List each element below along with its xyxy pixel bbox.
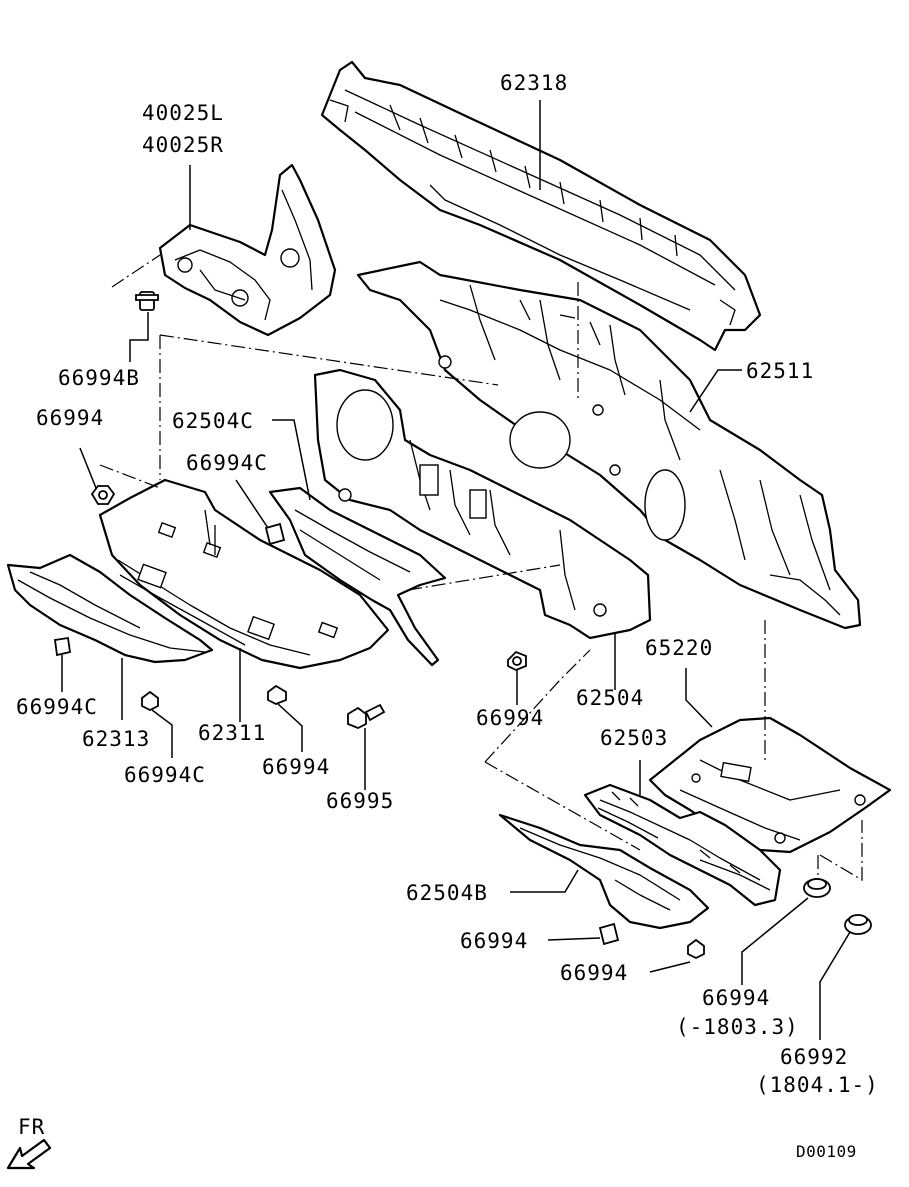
part-62313-panel[interactable] xyxy=(6,553,214,664)
part-62311-panel[interactable] xyxy=(98,478,390,670)
label-62318: 62318 xyxy=(500,71,568,95)
fastener-66994C-upper[interactable] xyxy=(264,522,286,546)
label-66994C-upper: 66994C xyxy=(186,451,268,475)
label-62503: 62503 xyxy=(600,726,668,750)
label-66992: 66992 xyxy=(780,1045,848,1069)
label-66994-center: 66994 xyxy=(476,706,544,730)
fastener-66994B[interactable] xyxy=(135,291,159,311)
label-66994-lower-b: 66994 xyxy=(560,961,628,985)
label-66994-lower-a: 66994 xyxy=(460,929,528,953)
label-40025L: 40025L xyxy=(142,101,224,125)
label-62504: 62504 xyxy=(576,686,644,710)
part-40025-bracket[interactable] xyxy=(158,163,337,337)
fastener-66995-bolt[interactable] xyxy=(347,703,386,729)
assembly-lines xyxy=(99,254,863,882)
fastener-66994C-left[interactable] xyxy=(53,636,72,657)
part-labels: 40025L 40025R 62318 66994B 62511 66994 6… xyxy=(16,71,879,1097)
label-62504C: 62504C xyxy=(172,409,254,433)
label-62511: 62511 xyxy=(746,359,814,383)
fastener-66994-right[interactable] xyxy=(803,878,831,898)
fastener-66994-mid[interactable] xyxy=(267,684,287,705)
part-62504B-insulator[interactable] xyxy=(498,813,710,930)
label-65220: 65220 xyxy=(645,636,713,660)
front-direction-indicator: FR xyxy=(6,1115,52,1170)
part-62504C-insulator[interactable] xyxy=(268,486,447,667)
label-66995: 66995 xyxy=(326,789,394,813)
part-62318-cowl-top[interactable] xyxy=(320,60,762,352)
leader-lines xyxy=(61,100,851,1040)
fastener-66994C-lower[interactable] xyxy=(141,690,159,712)
label-62311: 62311 xyxy=(198,721,266,745)
direction-label: FR xyxy=(18,1115,45,1139)
label-66994-right: 66994 xyxy=(702,986,770,1010)
label-66994C-lower: 66994C xyxy=(124,763,206,787)
label-66994-right-note: (-1803.3) xyxy=(676,1015,799,1039)
label-62313: 62313 xyxy=(82,727,150,751)
part-62504-dash-insulator[interactable] xyxy=(313,368,652,640)
front-direction-arrow-icon xyxy=(6,1138,52,1170)
label-66994-mid: 66994 xyxy=(262,755,330,779)
label-66994C-left: 66994C xyxy=(16,695,98,719)
fastener-66994-lower-a[interactable] xyxy=(598,922,620,946)
fastener-66994-left[interactable] xyxy=(90,485,116,505)
label-62504B: 62504B xyxy=(406,881,488,905)
fastener-66994-lower-b[interactable] xyxy=(687,938,705,960)
fastener-66992-clip[interactable] xyxy=(844,914,872,935)
label-66992-note: (1804.1-) xyxy=(756,1073,879,1097)
part-62511-dash-panel[interactable] xyxy=(356,260,862,630)
diagram-code: D00109 xyxy=(796,1142,857,1161)
label-66994-left: 66994 xyxy=(36,406,104,430)
fastener-66994-center[interactable] xyxy=(507,650,527,671)
part-62503-insulator[interactable] xyxy=(583,783,782,907)
label-66994B: 66994B xyxy=(58,366,140,390)
label-40025R: 40025R xyxy=(142,133,224,157)
